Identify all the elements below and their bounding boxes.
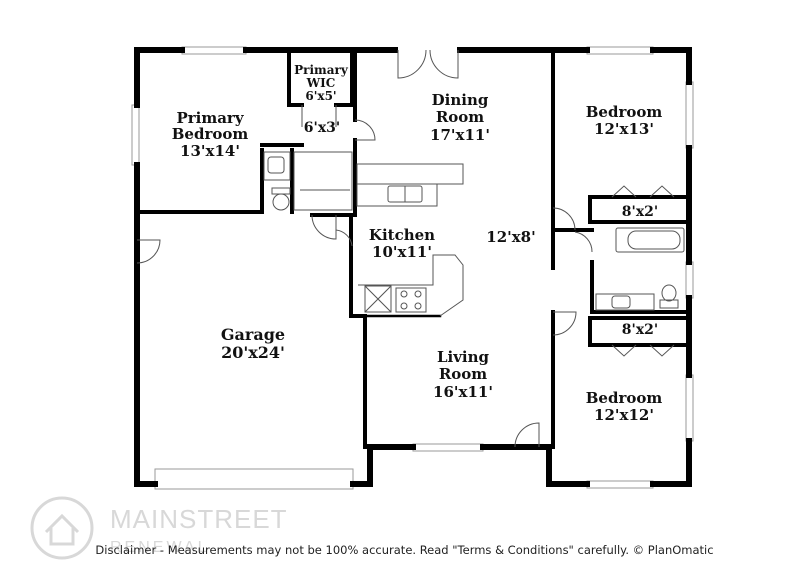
door-swing xyxy=(514,422,540,448)
walls xyxy=(134,47,692,487)
stove xyxy=(395,287,427,313)
window xyxy=(181,46,247,55)
tub-inner xyxy=(627,230,681,250)
toilet-tank xyxy=(659,299,679,309)
primary-bedroom-label: Primary xyxy=(176,109,244,127)
living-room-size: 16'x11' xyxy=(433,383,493,401)
refrigerator-x xyxy=(364,285,392,313)
toilet-tank xyxy=(271,187,291,195)
burner xyxy=(414,290,422,298)
house-icon xyxy=(44,513,80,546)
bedroom-size: 12'x13' xyxy=(594,120,654,138)
dining-room-label: Dining xyxy=(432,91,489,109)
kitchen-counter xyxy=(358,254,464,317)
interior-wall xyxy=(135,51,691,449)
burner xyxy=(400,290,408,298)
door-swing xyxy=(552,311,577,336)
exterior-wall xyxy=(134,47,692,487)
primary-bedroom-label: Bedroom xyxy=(172,125,249,143)
living-room-label: Room xyxy=(439,365,487,383)
toilet-bowl xyxy=(272,193,290,211)
mainstreet-logo: MAINSTREET RENEWAL xyxy=(30,496,288,560)
dining-room-size: 17'x11' xyxy=(430,126,490,144)
doors xyxy=(136,49,675,448)
door-swing xyxy=(335,229,353,247)
bedroom-size: 12'x12' xyxy=(594,406,654,424)
closet-size: 8'x2' xyxy=(622,204,658,220)
door-swing xyxy=(301,105,337,127)
window xyxy=(131,104,140,166)
window xyxy=(412,443,484,452)
hall-size: 12'x8' xyxy=(486,228,535,246)
primary-bedroom-size: 13'x14' xyxy=(180,142,240,160)
garage-label: Garage xyxy=(221,325,285,344)
closet-door xyxy=(611,344,675,357)
counter xyxy=(356,163,464,185)
closet-size: 8'x2' xyxy=(622,322,658,338)
door-swing xyxy=(552,207,576,231)
door-swing xyxy=(397,49,459,79)
window xyxy=(685,261,694,299)
primary-wic-label: WIC xyxy=(306,76,336,90)
logo-text: MAINSTREET xyxy=(110,504,288,534)
logo-circle-icon xyxy=(30,496,94,560)
window xyxy=(586,46,654,55)
bathtub xyxy=(615,227,685,253)
kitchen-label: Kitchen xyxy=(369,226,435,244)
bedroom-label: Bedroom xyxy=(586,103,663,121)
primary-wic-size: 6'x5' xyxy=(305,89,336,103)
bath-sink xyxy=(611,295,631,309)
living-room-label: Living xyxy=(437,348,490,366)
room-labels: Primary Bedroom 13'x14' Primary WIC 6'x5… xyxy=(172,63,663,424)
primary-wic-label: Primary xyxy=(294,63,349,77)
sink xyxy=(267,156,285,174)
window xyxy=(685,374,694,442)
dining-room-label: Room xyxy=(436,108,484,126)
garage-door xyxy=(154,468,354,490)
door-swing xyxy=(136,239,161,264)
bedroom-label: Bedroom xyxy=(586,389,663,407)
burner xyxy=(414,302,422,310)
primary-closet-size: 6'x3' xyxy=(304,120,340,136)
door-swing xyxy=(311,214,337,240)
burner xyxy=(400,302,408,310)
kitchen-size: 10'x11' xyxy=(372,243,432,261)
logo-subtext: RENEWAL xyxy=(110,539,210,556)
vanity xyxy=(263,151,291,181)
bath-vanity xyxy=(595,293,655,311)
window xyxy=(586,480,654,489)
disclaimer: Disclaimer - Measurements may not be 100… xyxy=(95,543,714,557)
fixtures xyxy=(263,151,685,317)
island xyxy=(356,183,438,207)
toilet-bowl xyxy=(661,284,677,302)
door-swing xyxy=(354,119,376,141)
window xyxy=(685,81,694,149)
shower xyxy=(293,151,353,211)
garage-size: 20'x24' xyxy=(221,343,285,362)
closet-door xyxy=(611,185,675,198)
refrigerator xyxy=(364,285,392,313)
door-swing xyxy=(574,231,593,253)
